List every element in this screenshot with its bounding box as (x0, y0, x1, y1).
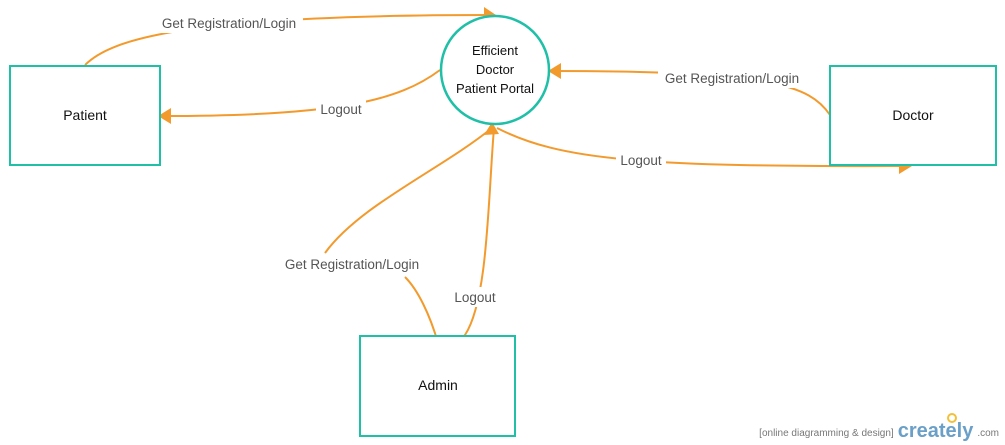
flow-label-patient-login: Get Registration/Login (162, 16, 296, 31)
sun-icon (946, 413, 957, 423)
flow-label-patient-logout: Logout (320, 102, 362, 117)
flow-line-admin-login-lower[interactable] (404, 276, 439, 344)
entity-doctor[interactable]: Doctor (829, 65, 997, 166)
process-label-line3: Patient Portal (456, 81, 534, 96)
flow-label-doctor-logout: Logout (620, 153, 662, 168)
watermark-dotcom: .com (977, 428, 999, 439)
entity-doctor-label: Doctor (892, 107, 934, 123)
flow-line-admin-login[interactable] (324, 127, 493, 254)
entity-admin-label: Admin (418, 377, 458, 393)
entity-admin[interactable]: Admin (359, 335, 516, 437)
flow-label-admin-logout: Logout (454, 290, 496, 305)
entity-patient-label: Patient (63, 107, 107, 123)
entity-patient[interactable]: Patient (9, 65, 161, 166)
flow-label-doctor-login: Get Registration/Login (665, 71, 799, 86)
creately-logo-text: creately (897, 420, 974, 442)
arrow-head-to-patient (158, 108, 171, 124)
creately-logo: creately (897, 413, 974, 442)
process-label-line1: Efficient (472, 43, 518, 58)
process-label-line2: Doctor (476, 62, 515, 77)
creately-watermark[interactable]: [online diagramming & design] creately .… (759, 413, 999, 442)
watermark-tagline: [online diagramming & design] (759, 428, 894, 439)
arrow-head-to-portal-right (548, 63, 561, 79)
flow-line-patient-logout[interactable] (162, 69, 441, 117)
arrow-head-to-portal-bottom (484, 122, 499, 135)
process-efficient-doctor-patient-portal[interactable]: Efficient Doctor Patient Portal (439, 14, 551, 126)
flow-label-admin-login: Get Registration/Login (285, 257, 419, 272)
